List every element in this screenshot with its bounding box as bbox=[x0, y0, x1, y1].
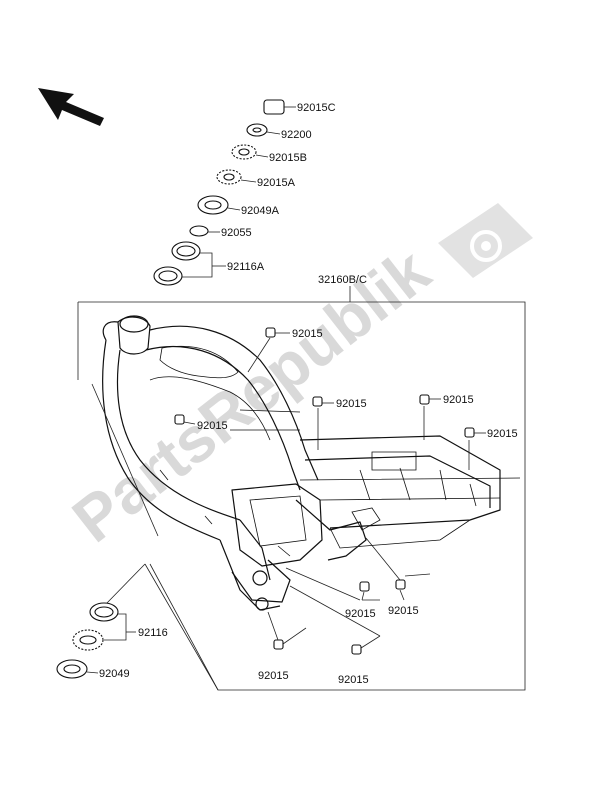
label-92015-g: 92015 bbox=[388, 605, 419, 617]
watermark: PartsRepublik bbox=[59, 203, 533, 556]
label-92200: 92200 bbox=[281, 129, 312, 141]
label-92015-e: 92015 bbox=[487, 428, 518, 440]
bolt-92015-c: 92015 bbox=[312, 396, 367, 450]
bolt-92015-i: 92015 bbox=[289, 585, 381, 686]
label-92015A: 92015A bbox=[257, 177, 296, 189]
part-92200: 92200 bbox=[246, 123, 312, 141]
bolt-92015-e: 92015 bbox=[464, 427, 518, 470]
bolt-92015-a: 92015 bbox=[247, 327, 323, 373]
bolt-92015-d: 92015 bbox=[419, 394, 474, 440]
part-92015A: 92015A bbox=[216, 169, 296, 189]
part-92116A: 92116A bbox=[153, 241, 265, 286]
label-92015-i: 92015 bbox=[338, 674, 369, 686]
label-32160: 32160B/C bbox=[318, 274, 367, 286]
part-92055: 92055 bbox=[189, 225, 252, 239]
part-92015C: 92015C bbox=[263, 99, 336, 115]
label-92015-f: 92015 bbox=[345, 608, 376, 620]
label-92116: 92116 bbox=[138, 627, 168, 639]
part-92116: 92116 bbox=[72, 563, 168, 651]
label-92049: 92049 bbox=[99, 668, 130, 680]
label-92015C: 92015C bbox=[297, 102, 336, 114]
part-92049A: 92049A bbox=[197, 195, 280, 217]
arrow-front-icon bbox=[38, 88, 104, 126]
watermark-text: PartsRepublik bbox=[59, 234, 443, 556]
leader-line-bottom bbox=[149, 563, 219, 691]
label-92015-h: 92015 bbox=[258, 670, 289, 682]
label-92015B: 92015B bbox=[269, 152, 307, 164]
bolt-92015-g: 92015 bbox=[365, 537, 431, 617]
bolt-92015-f: 92015 bbox=[285, 567, 380, 620]
label-92055: 92055 bbox=[221, 227, 252, 239]
part-92049: 92049 bbox=[56, 659, 130, 680]
bolt-92015-b: 92015 bbox=[174, 414, 228, 432]
label-92015-c: 92015 bbox=[336, 398, 367, 410]
label-92015-b: 92015 bbox=[197, 420, 228, 432]
bolt-92015-h: 92015 bbox=[258, 611, 307, 682]
label-92049A: 92049A bbox=[241, 205, 280, 217]
label-92015-a: 92015 bbox=[292, 328, 323, 340]
frame-callout-box: 32160B/C bbox=[77, 274, 526, 691]
main-frame bbox=[102, 315, 521, 611]
gear-icon bbox=[438, 203, 533, 278]
leader-line-left bbox=[91, 383, 159, 537]
part-92015B: 92015B bbox=[231, 144, 307, 164]
label-92116A: 92116A bbox=[227, 261, 265, 273]
label-92015-d: 92015 bbox=[443, 394, 474, 406]
